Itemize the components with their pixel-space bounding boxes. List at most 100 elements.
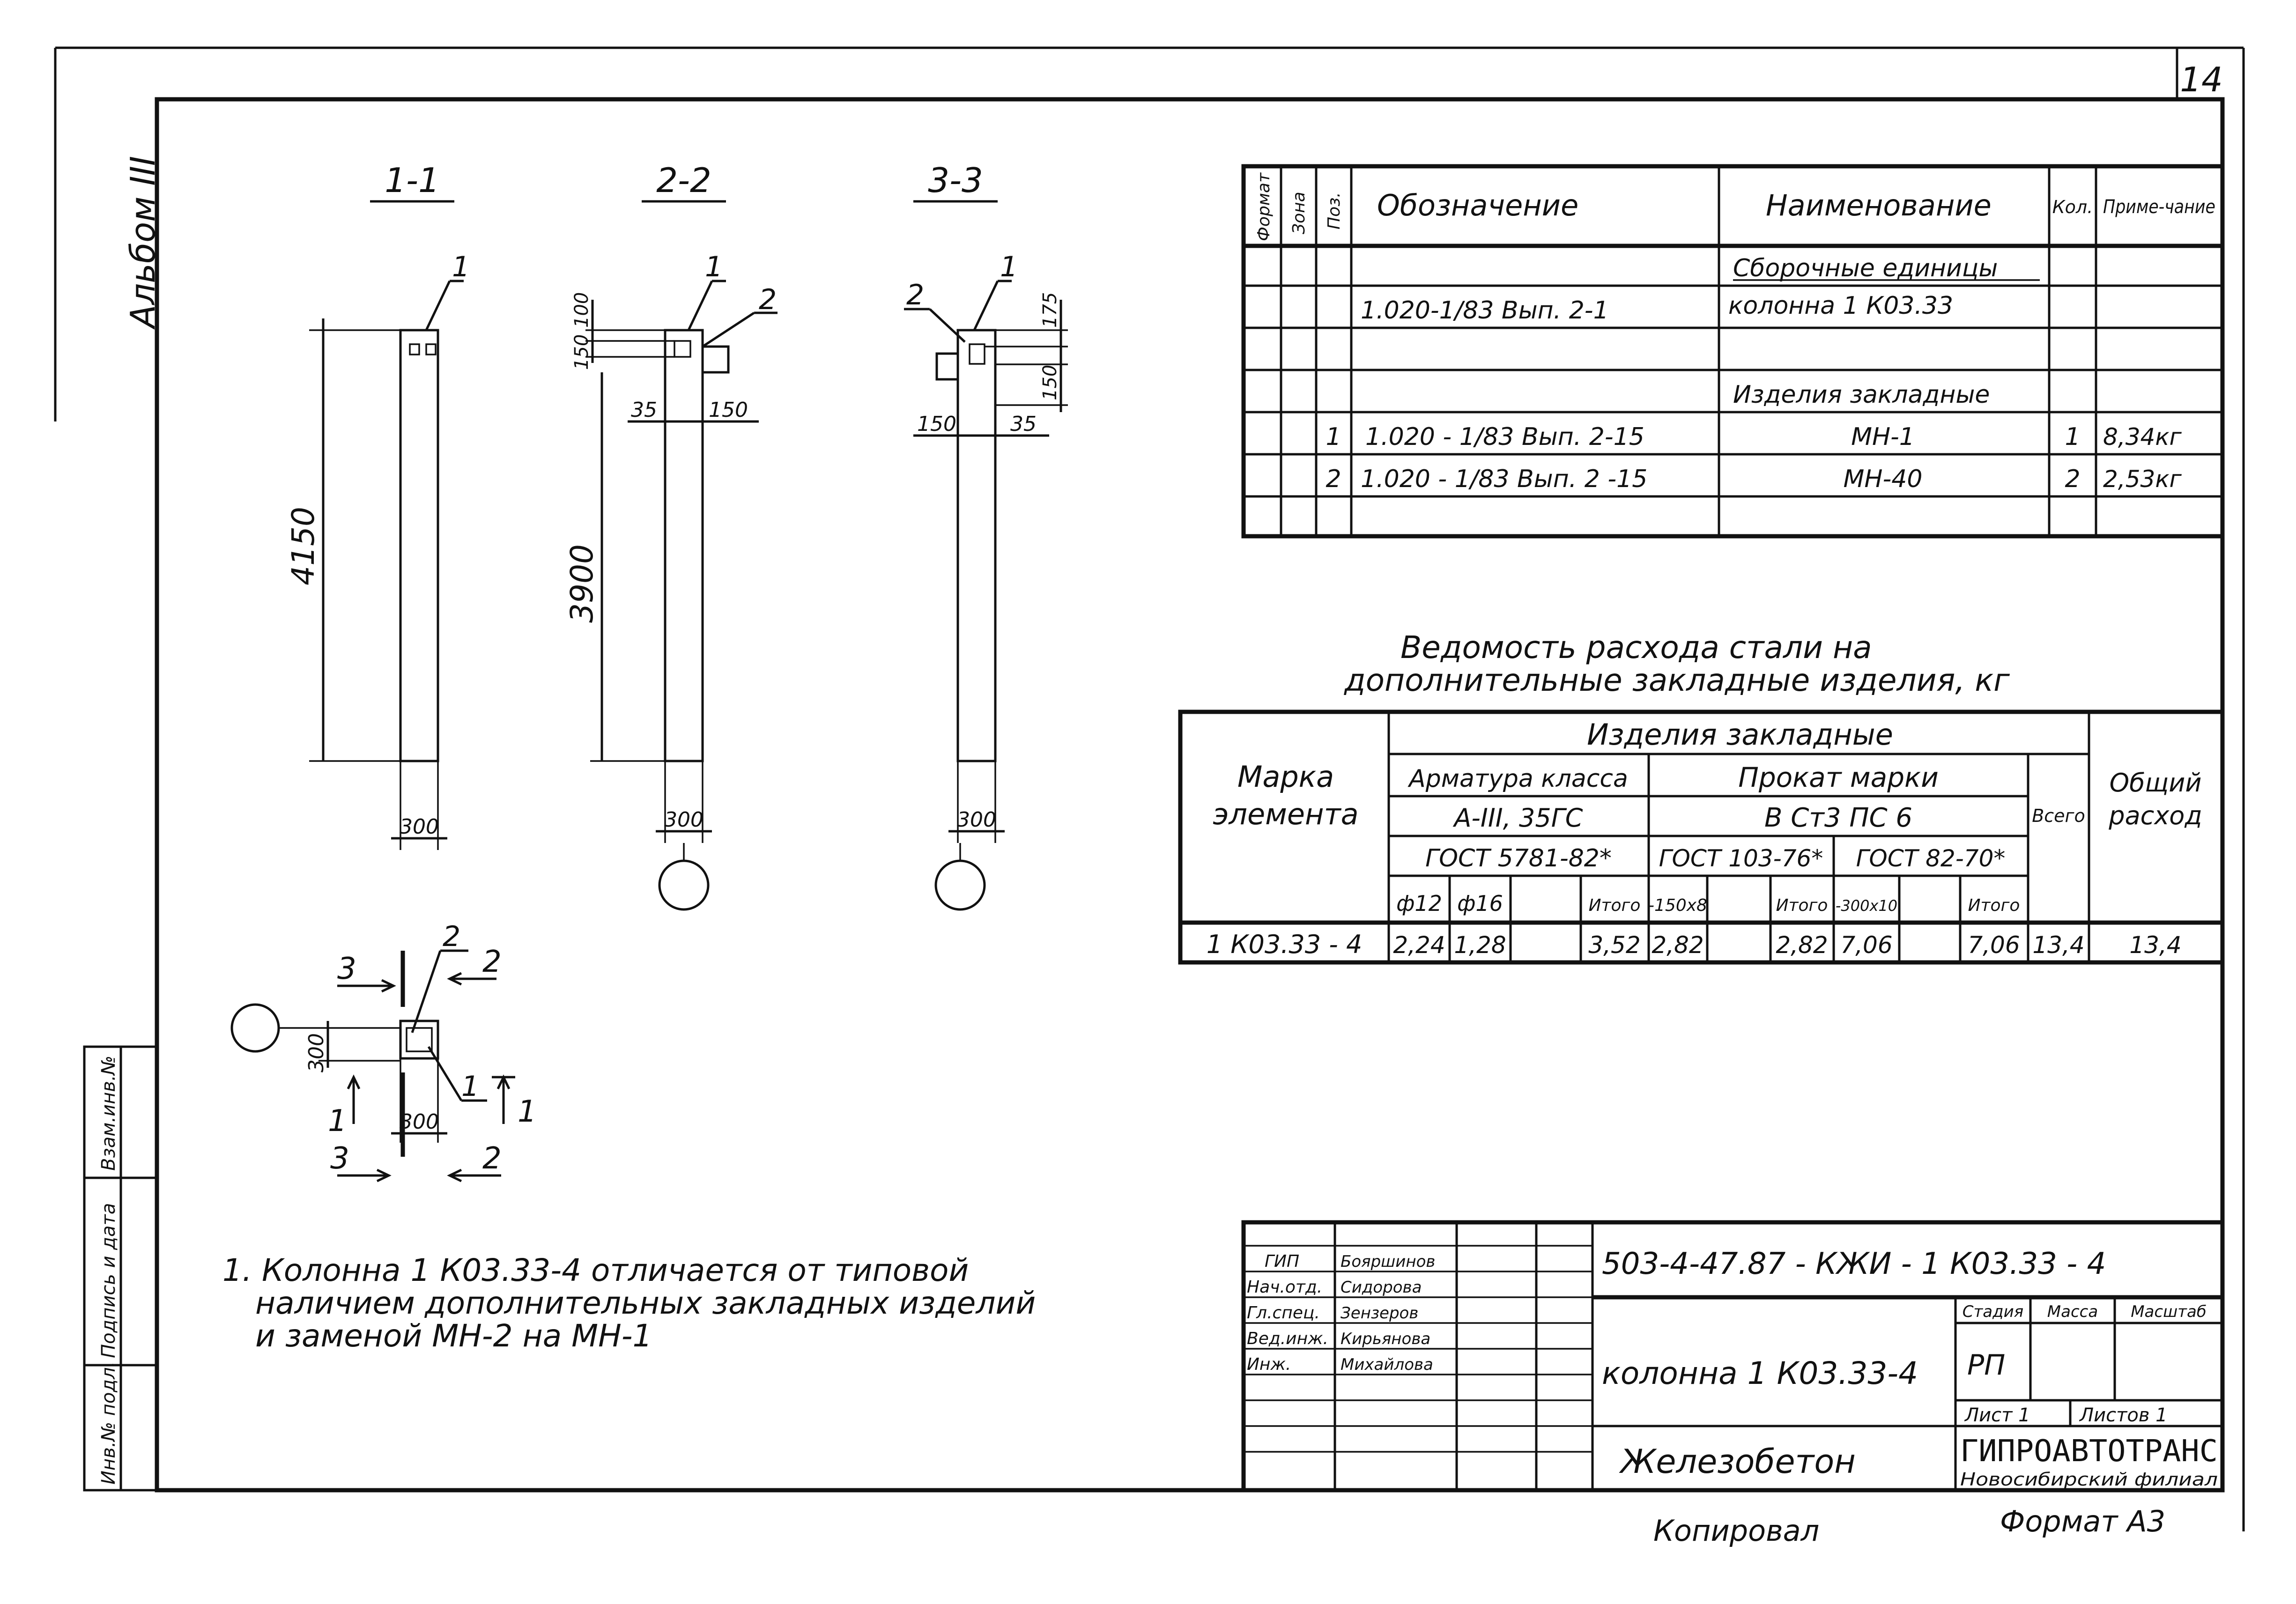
steel-h-gost103: ГОСТ 103-76* [1659, 845, 1823, 872]
steel-h-prokat-mark: В Ст3 ПС 6 [1764, 803, 1912, 833]
steel-row-mark: 1 К03.33 - 4 [1207, 930, 1363, 959]
section-2-2-pos-1: 1 [705, 251, 723, 283]
steel-h-obshchiy-2: расход [2108, 801, 2202, 830]
spec-row-name: МН-40 [1844, 465, 1923, 493]
spec-row-pos: 2 [1326, 465, 1341, 493]
margin-inv-replace: Взам.инв.№ [98, 1056, 119, 1171]
steel-row-value: 7,06 [1968, 931, 2020, 959]
title-staff-name: Зензеров [1341, 1304, 1418, 1323]
steel-h-marka-2: элемента [1213, 797, 1358, 831]
steel-h-armatura: Арматура класса [1407, 765, 1628, 793]
title-block: ГИП Бояршинов Нач.отд. Сидорова Гл.спец.… [1241, 1220, 2225, 1493]
section-3-3-dim-width: 300 [957, 808, 996, 832]
section-3-3-pos-1: 1 [1000, 251, 1018, 283]
steel-h-vsego: Всего [2032, 806, 2085, 826]
spec-row-qty: 1 [2065, 423, 2080, 451]
plan-view: 300 300 2 1 3 2 3 2 1 1 [230, 920, 537, 1183]
title-code: 503-4-47.87 - КЖИ - 1 К03.33 - 4 [1602, 1247, 2106, 1281]
title-staff-role: ГИП [1265, 1252, 1299, 1271]
plan-dim-300v: 300 [304, 1033, 328, 1072]
steel-table-title-1: Ведомость расхода стали на [1400, 629, 1872, 665]
steel-row-value: 2,24 [1393, 931, 1445, 959]
steel-sub-header: -300х10 [1836, 897, 1897, 915]
note-line-1: 1. Колонна 1 К03.33-4 отличается от типо… [222, 1252, 969, 1288]
spec-header-pos: Поз. [1325, 192, 1344, 229]
steel-h-gost82: ГОСТ 82-70* [1856, 845, 2006, 872]
steel-h-armatura-gost: ГОСТ 5781-82* [1425, 844, 1612, 872]
album-label: Альбом III [123, 156, 163, 330]
spec-table: Формат Зона Поз. Обозначение Наименовани… [1241, 164, 2225, 539]
steel-row-vsego: 13,4 [2032, 931, 2084, 959]
steel-h-armatura-cls: А-III, 35ГС [1452, 803, 1583, 833]
steel-sub-header: ф16 [1457, 891, 1503, 916]
steel-row-value: 1,28 [1454, 931, 1506, 959]
footer-format: Формат А3 [2000, 1504, 2165, 1538]
section-1-1-dim-width: 300 [400, 815, 439, 839]
plan-dim-300h: 300 [400, 1110, 439, 1134]
steel-h-izdelia: Изделия закладные [1587, 717, 1893, 752]
note-line-2: наличием дополнительных закладных издели… [255, 1285, 1036, 1321]
title-staff-role: Гл.спец. [1247, 1303, 1320, 1323]
title-h-stage: Стадия [1963, 1302, 2023, 1321]
spec-row-name: колонна 1 К03.33 [1728, 292, 1953, 320]
spec-row-designation: 1.020 - 1/83 Вып. 2 -15 [1361, 465, 1647, 493]
steel-sub-header: Итого [1589, 896, 1641, 915]
steel-h-prokat: Прокат марки [1738, 761, 1939, 793]
section-3-3: 3-3 1 2 175 150 150 35 300 [904, 161, 1068, 911]
steel-row-value: 2,82 [1652, 931, 1703, 959]
spec-header-name: Наименование [1766, 188, 1992, 222]
steel-row-value: 2,82 [1776, 931, 1828, 959]
notes: 1. Колонна 1 К03.33-4 отличается от типо… [222, 1252, 1036, 1354]
section-1-1-title: 1-1 [385, 161, 440, 200]
spec-header-format: Формат [1254, 172, 1274, 241]
page-number: 14 [2180, 60, 2223, 99]
steel-row-value: 3,52 [1588, 931, 1640, 959]
spec-row-name: МН-1 [1851, 423, 1915, 451]
title-org-2: Новосибирский филиал [1960, 1469, 2218, 1490]
title-material: Железобетон [1619, 1442, 1856, 1481]
steel-sub-header: Итого [1968, 896, 2020, 915]
section-2-2: 2-2 1 2 100 150 35 150 3900 300 [564, 161, 778, 911]
spec-header-designation: Обозначение [1377, 188, 1578, 222]
section-3-3-title: 3-3 [928, 161, 983, 200]
section-1-1-dim-height: 4150 [285, 507, 321, 585]
margin-stamp: Инв.№ подл. Подпись и дата Взам.инв.№ [83, 1045, 158, 1492]
section-2-2-dim-150h: 150 [709, 398, 748, 422]
spec-row-designation: 1.020-1/83 Вып. 2-1 [1361, 296, 1609, 325]
section-1-1: 1-1 1 4150 300 [285, 161, 470, 850]
section-2-2-dim-150v: 150 [571, 334, 593, 370]
steel-sub-header: Итого [1776, 896, 1828, 915]
title-sheet: Лист 1 [1964, 1404, 2030, 1426]
spec-row-designation: 1.020 - 1/83 Вып. 2-15 [1365, 423, 1644, 451]
title-staff-role: Нач.отд. [1247, 1278, 1322, 1297]
plan-cut-2-top: 2 [482, 945, 502, 979]
steel-sub-header: ф12 [1396, 891, 1442, 916]
spec-row-note: 8,34кг [2103, 423, 2182, 451]
title-sheets: Листов 1 [2079, 1404, 2168, 1426]
plan-cut-2-bottom: 2 [482, 1141, 502, 1176]
margin-inv-orig: Инв.№ подл. [98, 1361, 119, 1485]
spec-row-name: Изделия закладные [1733, 381, 1990, 409]
title-staff-name: Бояршинов [1341, 1252, 1435, 1271]
spec-row-pos: 1 [1326, 423, 1341, 451]
section-2-2-dim-35: 35 [631, 398, 657, 422]
title-stage: РП [1967, 1349, 2005, 1382]
plan-pos-1: 1 [461, 1070, 479, 1103]
title-staff-role: Вед.инж. [1247, 1329, 1328, 1348]
section-3-3-dim-150h: 150 [917, 412, 956, 436]
steel-row-obshchiy: 13,4 [2129, 931, 2181, 959]
spec-row-note: 2,53кг [2103, 466, 2182, 493]
section-1-1-pos-1: 1 [452, 251, 470, 283]
footer-copied: Копировал [1653, 1514, 1819, 1548]
spec-header-qty: Кол. [2052, 197, 2093, 217]
section-2-2-pos-2: 2 [759, 283, 777, 316]
margin-sign-date: Подпись и дата [98, 1203, 119, 1358]
plan-cut-1-left: 1 [328, 1104, 347, 1138]
steel-table: Ведомость расхода стали на дополнительны… [1178, 629, 2225, 965]
section-2-2-dim-100: 100 [571, 292, 593, 328]
spec-header-note: Приме-чание [2103, 196, 2215, 218]
title-staff-name: Сидорова [1341, 1278, 1422, 1297]
plan-cut-3-bottom: 3 [330, 1141, 349, 1176]
note-line-3: и заменой МН-2 на МН-1 [255, 1318, 652, 1354]
